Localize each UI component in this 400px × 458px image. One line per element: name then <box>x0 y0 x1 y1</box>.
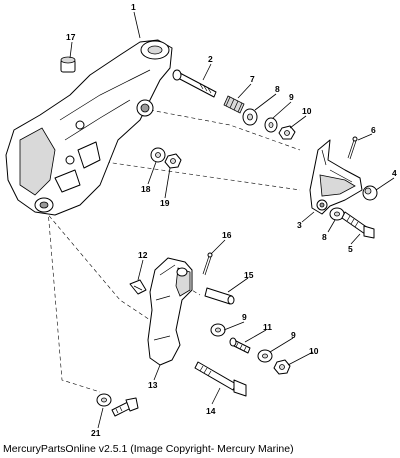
callout-9-mid: 9 <box>242 312 247 322</box>
pivot-bolt-part[interactable] <box>172 69 217 98</box>
leader-lines <box>69 11 395 429</box>
washer-part[interactable] <box>96 393 112 407</box>
callout-14: 14 <box>206 406 216 416</box>
exploded-parts-diagram: 1 17 2 7 8 9 10 6 4 3 8 5 18 19 16 12 15… <box>5 2 397 438</box>
lever-bracket-part[interactable] <box>309 139 363 215</box>
washer-part[interactable] <box>264 117 278 133</box>
callout-21: 21 <box>91 428 101 438</box>
callout-3: 3 <box>297 220 302 230</box>
callout-1: 1 <box>131 2 136 12</box>
clip-part[interactable] <box>129 279 147 295</box>
bolt-part[interactable] <box>341 211 375 239</box>
callout-16: 16 <box>222 230 232 240</box>
cotter-pin-part[interactable] <box>202 252 213 276</box>
bolt-part[interactable] <box>111 397 139 417</box>
callout-13: 13 <box>148 380 158 390</box>
cotter-pin-part[interactable] <box>347 136 358 160</box>
nut-part[interactable] <box>273 359 291 375</box>
washer-part[interactable] <box>242 108 258 126</box>
callout-labels: 1 17 2 7 8 9 10 6 4 3 8 5 18 19 16 12 15… <box>66 2 397 438</box>
copyright-caption: MercuryPartsOnline v2.5.1 (Image Copyrig… <box>3 443 294 455</box>
nut-part[interactable] <box>164 153 182 169</box>
callout-5: 5 <box>348 244 353 254</box>
knob-part[interactable] <box>362 185 378 201</box>
bushing-part[interactable] <box>60 56 76 73</box>
callout-18: 18 <box>141 184 151 194</box>
callout-15: 15 <box>244 270 254 280</box>
callout-11: 11 <box>263 322 272 332</box>
callout-7: 7 <box>250 74 255 84</box>
washer-part[interactable] <box>210 323 226 337</box>
callout-9-right: 9 <box>291 330 296 340</box>
nut-part[interactable] <box>278 125 296 140</box>
washer-part[interactable] <box>257 349 273 363</box>
callout-6: 6 <box>371 125 376 135</box>
callout-17: 17 <box>66 32 76 42</box>
main-bracket-part[interactable] <box>5 39 173 216</box>
long-bolt-part[interactable] <box>194 361 247 397</box>
callout-12: 12 <box>138 250 148 260</box>
spring-part[interactable] <box>223 95 245 114</box>
callout-10: 10 <box>302 106 312 116</box>
lower-bracket-part[interactable] <box>147 257 193 366</box>
callout-19: 19 <box>160 198 170 208</box>
callout-2: 2 <box>208 54 213 64</box>
callout-8: 8 <box>275 84 280 94</box>
pin-part[interactable] <box>204 287 235 305</box>
callout-9: 9 <box>289 92 294 102</box>
callout-10-lower: 10 <box>309 346 319 356</box>
callout-4: 4 <box>392 168 397 178</box>
stud-part[interactable] <box>229 337 251 354</box>
washer-part[interactable] <box>150 147 166 163</box>
callout-8-lever: 8 <box>322 232 327 242</box>
